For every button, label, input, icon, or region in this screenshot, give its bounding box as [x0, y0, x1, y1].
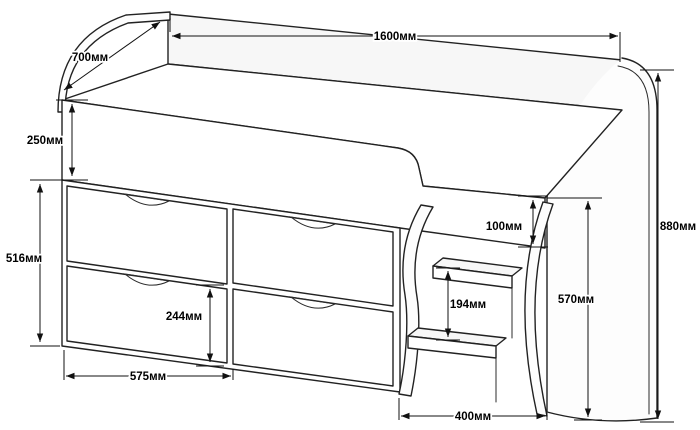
dimension-annotations: 1600мм 700мм 250мм 516мм 244мм 575мм: [4, 18, 698, 425]
dim-overall-height: 880мм: [640, 69, 698, 423]
dim-label-bed-depth: 700мм: [72, 52, 108, 64]
upper-step-front[interactable]: [432, 265, 513, 289]
drawer-front[interactable]: [66, 185, 228, 285]
dim-label-bed-length: 1600мм: [374, 31, 417, 43]
extension-line: [30, 99, 88, 181]
steps-assembly: [398, 201, 554, 417]
dim-label-front-ledge-height: 100мм: [486, 221, 522, 233]
dim-step-rise: 194мм: [436, 267, 488, 341]
dim-label-drawer-section-height: 516мм: [6, 253, 42, 265]
footboard-inner-edge: [617, 65, 650, 415]
drawer-handle-cutout[interactable]: [289, 216, 337, 229]
drawer-front[interactable]: [232, 288, 394, 387]
extension-line: [547, 197, 602, 421]
extension-line: [169, 18, 621, 62]
dim-label-drawer-width: 575мм: [130, 371, 166, 383]
drawer-handle-cutout[interactable]: [123, 273, 171, 286]
step-stringer-left: [398, 204, 434, 397]
extension-line: [196, 284, 224, 367]
dim-label-lower-drawer-height: 244мм: [166, 311, 202, 323]
extension-line: [436, 267, 460, 341]
dim-steps-section-height: 570мм: [547, 197, 602, 421]
extension-line: [63, 350, 234, 380]
extension-line: [518, 195, 548, 248]
dim-label-overall-height: 880мм: [660, 221, 696, 233]
dim-side-rail-height: 250мм: [25, 99, 88, 181]
drawer-front[interactable]: [66, 265, 228, 364]
dim-label-step-rise: 194мм: [450, 299, 486, 311]
dim-front-ledge-height: 100мм: [484, 195, 548, 248]
dim-steps-depth: 400мм: [398, 398, 548, 425]
dim-label-steps-depth: 400мм: [455, 411, 491, 423]
extension-line: [398, 398, 548, 420]
drawer-unit: [61, 179, 401, 393]
dim-drawer-section-height: 516мм: [4, 184, 60, 347]
dim-label-steps-section-height: 570мм: [558, 294, 594, 306]
drawer-front[interactable]: [232, 208, 394, 307]
lower-step-front[interactable]: [407, 335, 497, 359]
dim-label-side-rail-height: 250мм: [27, 135, 63, 147]
dim-lower-drawer-height: 244мм: [164, 284, 224, 367]
dim-drawer-width: 575мм: [63, 350, 234, 385]
dim-bed-length: 1600мм: [169, 18, 621, 62]
dim-bed-depth: 700мм: [63, 21, 161, 91]
dimension-line: [63, 21, 161, 91]
drawer-handle-cutout[interactable]: [289, 296, 337, 309]
extension-line: [640, 69, 674, 423]
bed-drawing: [57, 11, 658, 422]
drawer-handle-cutout[interactable]: [123, 193, 171, 206]
